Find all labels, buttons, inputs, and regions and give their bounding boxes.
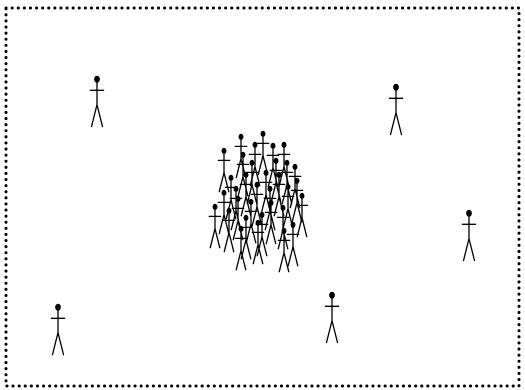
dotted-frame [6,8,519,386]
crowd-cluster [209,131,307,272]
stick-figure-icon [51,304,64,355]
stick-figure-icon [281,160,292,204]
stick-figure-icon [223,208,234,252]
stick-figure-icon [246,160,257,204]
stick-figure-icon [267,143,278,187]
stick-figure-icon [218,148,229,192]
stick-figure-icon [462,210,475,261]
stick-figure-icon [209,204,220,248]
stick-figure-icon [287,222,298,266]
stick-figure-icon [389,84,402,135]
stick-figure-icon [245,199,256,243]
stick-figure-icon [270,158,281,202]
stick-figure-icon [291,178,302,222]
stick-figure-icon [90,76,103,127]
stick-figure-icon [257,131,268,175]
stick-figure-icon [325,292,338,343]
